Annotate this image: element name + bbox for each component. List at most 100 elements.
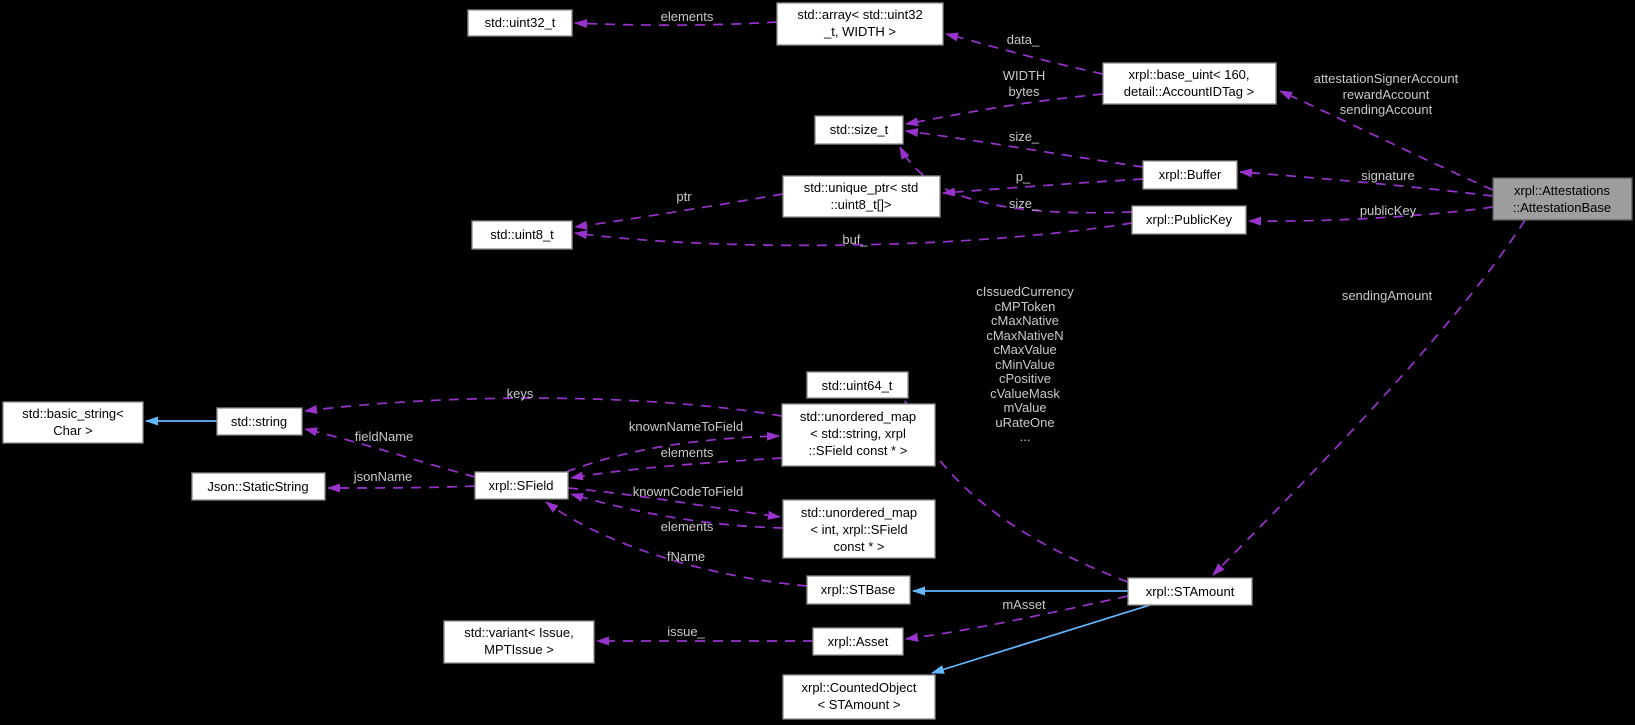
- node-base-uint-label-2: detail::AccountIDTag >: [1124, 84, 1254, 99]
- node-asset[interactable]: xrpl::Asset: [812, 627, 904, 656]
- node-counted-object-label-2: < STAmount >: [818, 697, 901, 712]
- edge-label-statics-9: mValue: [1003, 400, 1046, 415]
- node-publickey[interactable]: xrpl::PublicKey: [1131, 205, 1247, 235]
- edge-keys: [304, 397, 783, 417]
- node-base-uint[interactable]: xrpl::base_uint< 160, detail::AccountIDT…: [1102, 62, 1277, 105]
- edge-label-statics-3: cMaxNative: [991, 313, 1059, 328]
- node-map-code-label-3: const * >: [834, 539, 885, 554]
- node-attestation-base-label-1: xrpl::Attestations: [1514, 183, 1611, 198]
- edge-label-sending-amount: sendingAmount: [1342, 288, 1433, 303]
- edge-label-issue: issue_: [667, 624, 705, 639]
- node-unique-ptr[interactable]: std::unique_ptr< std ::uint8_t[]>: [782, 175, 941, 218]
- node-std-size-t-label: std::size_t: [830, 122, 889, 137]
- edge-label-statics-7: cPositive: [999, 371, 1051, 386]
- edge-label-json-name: jsonName: [353, 469, 413, 484]
- node-std-uint64-t[interactable]: std::uint64_t: [806, 371, 909, 399]
- node-map-name-label-3: ::SField const * >: [809, 443, 908, 458]
- edge-label-elements-code-map: elements: [661, 519, 714, 534]
- node-stamount[interactable]: xrpl::STAmount: [1127, 577, 1253, 606]
- edge-label-data: data_: [1007, 32, 1040, 47]
- node-std-size-t[interactable]: std::size_t: [814, 115, 904, 145]
- node-variant-label-2: MPTIssue >: [484, 642, 554, 657]
- edge-elements-name-map: [570, 457, 783, 481]
- edge-label-statics-6: cMinValue: [995, 357, 1055, 372]
- node-unique-ptr-label-1: std::unique_ptr< std: [804, 180, 919, 195]
- edge-label-statics-4: cMaxNativeN: [986, 328, 1063, 343]
- node-std-array-label-2: _t, WIDTH >: [823, 24, 896, 39]
- edge-inherit-counted: [931, 604, 1151, 674]
- node-asset-label: xrpl::Asset: [828, 634, 889, 649]
- node-map-code-label-1: std::unordered_map: [801, 505, 917, 520]
- node-buffer-label: xrpl::Buffer: [1159, 167, 1222, 182]
- node-stamount-label: xrpl::STAmount: [1146, 584, 1235, 599]
- edge-elements-code-map: [570, 493, 784, 529]
- node-std-uint32-t-label: std::uint32_t: [485, 15, 556, 30]
- node-map-name-label-2: < std::string, xrpl: [810, 426, 906, 441]
- edge-label-signature: signature: [1361, 168, 1414, 183]
- node-basic-string-label-1: std::basic_string<: [22, 406, 124, 421]
- edge-signature: [1239, 168, 1494, 197]
- edge-known-name-to-field: [565, 431, 780, 473]
- node-map-name-label-1: std::unordered_map: [800, 409, 916, 424]
- edge-label-keys: keys: [507, 386, 534, 401]
- edge-size-publickey: [899, 146, 1133, 214]
- edge-label-known-code: knownCodeToField: [633, 484, 744, 499]
- node-attestation-base[interactable]: xrpl::Attestations ::AttestationBase: [1492, 177, 1633, 221]
- node-std-uint64-t-label: std::uint64_t: [822, 378, 893, 393]
- node-std-string[interactable]: std::string: [216, 407, 303, 436]
- edge-labels: elements data_ WIDTH bytes attestationSi…: [353, 9, 1459, 639]
- edge-label-statics-10: uRateOne: [995, 415, 1054, 430]
- edge-masset: [905, 595, 1129, 642]
- edge-label-size-buffer: size_: [1009, 129, 1040, 144]
- edge-sending-amount: [1212, 219, 1526, 576]
- node-stbase[interactable]: xrpl::STBase: [806, 575, 911, 605]
- node-std-uint8-t-label: std::uint8_t: [490, 227, 554, 242]
- node-static-string[interactable]: Json::StaticString: [191, 472, 326, 501]
- edge-field-name: [304, 427, 476, 478]
- edge-label-accounts-1: attestationSignerAccount: [1314, 71, 1459, 86]
- node-buffer[interactable]: xrpl::Buffer: [1142, 160, 1238, 190]
- edge-label-field-name: fieldName: [355, 429, 414, 444]
- edge-label-width: WIDTH: [1003, 68, 1046, 83]
- node-sfield-label: xrpl::SField: [488, 478, 553, 493]
- edge-label-elements-name-map: elements: [661, 445, 714, 460]
- edge-label-statics-8: cValueMask: [990, 386, 1060, 401]
- edges: [145, 19, 1526, 674]
- node-map-code-label-2: < int, xrpl::SField: [810, 522, 907, 537]
- node-base-uint-label-1: xrpl::base_uint< 160,: [1128, 67, 1249, 82]
- node-std-uint8-t[interactable]: std::uint8_t: [471, 220, 573, 250]
- node-std-uint32-t[interactable]: std::uint32_t: [467, 9, 573, 37]
- node-attestation-base-label-2: ::AttestationBase: [1513, 200, 1611, 215]
- edge-ptr: [574, 193, 784, 230]
- edge-label-statics-2: cMPToken: [995, 299, 1056, 314]
- edge-buf: [574, 222, 1133, 247]
- node-unique-ptr-label-2: ::uint8_t[]>: [830, 197, 891, 212]
- edge-fname: [545, 501, 808, 587]
- edge-label-fname: fName: [667, 549, 705, 564]
- edge-label-accounts-3: sendingAccount: [1340, 102, 1433, 117]
- node-variant-issue[interactable]: std::variant< Issue, MPTIssue >: [443, 620, 595, 664]
- edge-label-elements-array: elements: [661, 9, 714, 24]
- node-stbase-label: xrpl::STBase: [821, 582, 895, 597]
- node-std-array[interactable]: std::array< std::uint32 _t, WIDTH >: [776, 2, 944, 46]
- edge-data: [945, 32, 1104, 75]
- node-basic-string-label-2: Char >: [53, 423, 92, 438]
- node-counted-object[interactable]: xrpl::CountedObject < STAmount >: [782, 674, 936, 720]
- node-map-name-to-field[interactable]: std::unordered_map < std::string, xrpl :…: [781, 403, 936, 467]
- node-static-string-label: Json::StaticString: [207, 479, 308, 494]
- edge-label-masset: mAsset: [1002, 597, 1046, 612]
- node-std-string-label: std::string: [231, 414, 287, 429]
- edge-known-code-to-field: [567, 487, 781, 520]
- edge-label-publickey: publicKey: [1360, 203, 1417, 218]
- node-basic-string[interactable]: std::basic_string< Char >: [2, 401, 144, 444]
- node-sfield[interactable]: xrpl::SField: [474, 471, 569, 500]
- edge-label-statics-1: cIssuedCurrency: [976, 284, 1074, 299]
- edge-label-known-name: knownNameToField: [629, 419, 743, 434]
- edge-label-size-publickey: size_: [1009, 196, 1040, 211]
- edge-label-buf: buf_: [842, 232, 868, 247]
- edge-label-statics-5: cMaxValue: [993, 342, 1056, 357]
- node-map-code-to-field[interactable]: std::unordered_map < int, xrpl::SField c…: [782, 499, 936, 559]
